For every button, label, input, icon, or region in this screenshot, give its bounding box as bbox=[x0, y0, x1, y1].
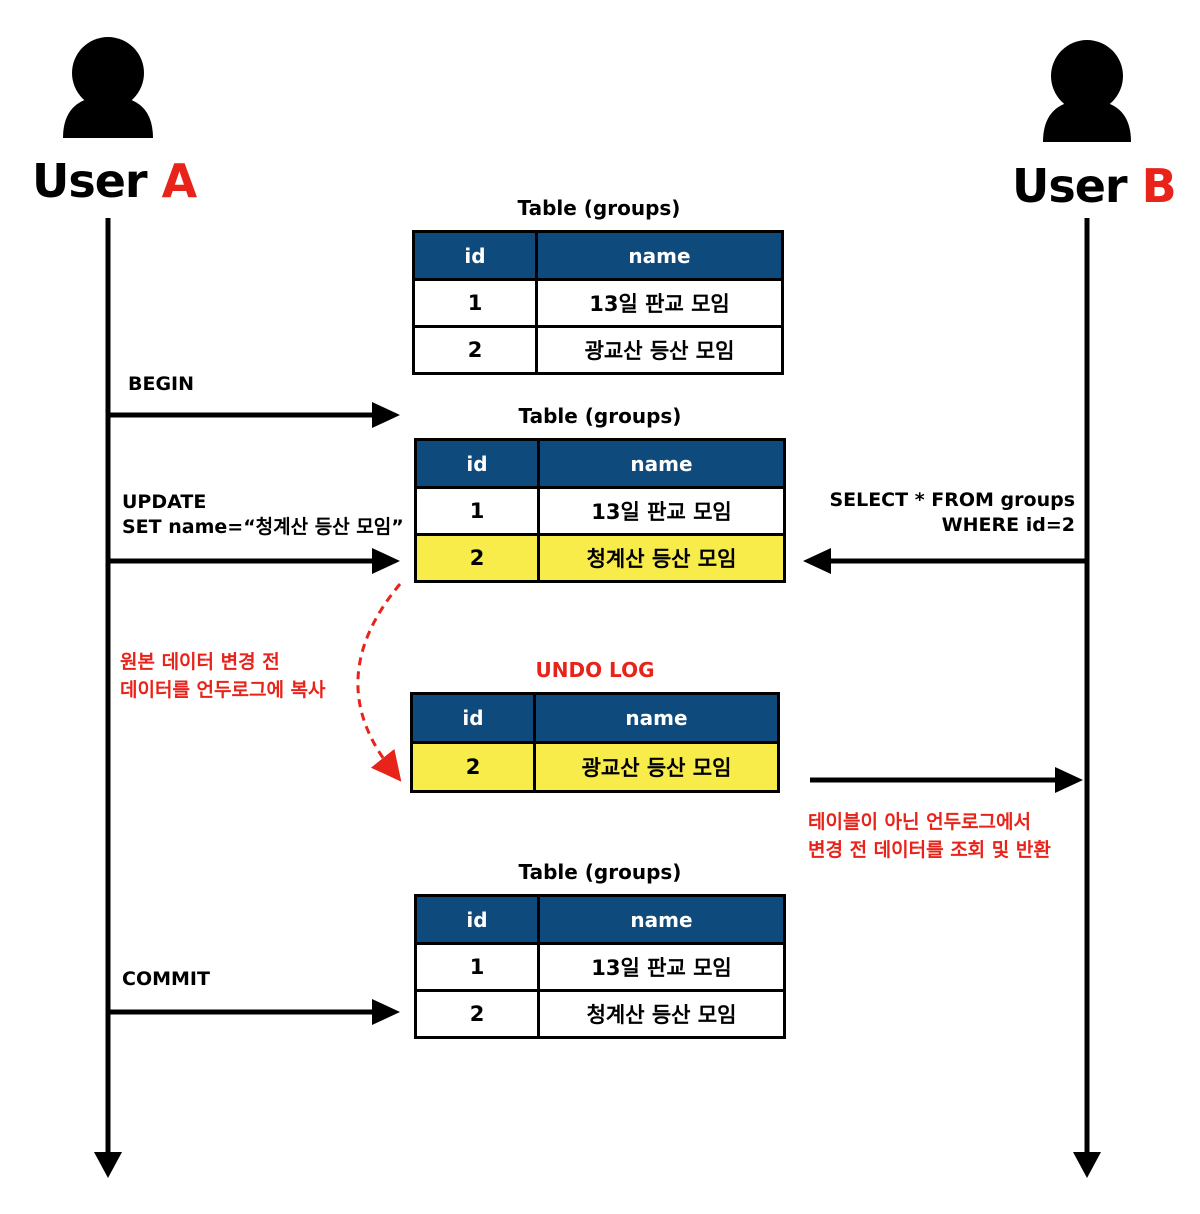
table-header-row: id name bbox=[414, 438, 786, 489]
row-name-cell: 13일 판교 모임 bbox=[535, 278, 784, 328]
table-row: 1 13일 판교 모임 bbox=[414, 486, 786, 536]
row-id-cell: 1 bbox=[412, 278, 538, 328]
user-a-letter: A bbox=[161, 154, 198, 208]
name-column-header: name bbox=[535, 230, 784, 281]
id-column-header: id bbox=[414, 894, 540, 945]
user-b-person-icon bbox=[1043, 40, 1131, 142]
row-name-cell: 광교산 등산 모임 bbox=[535, 325, 784, 375]
update-arrow bbox=[108, 548, 400, 574]
read-undo-annotation-line1: 테이블이 아닌 언두로그에서 bbox=[808, 811, 1031, 833]
table-row-highlighted: 2 청계산 등산 모임 bbox=[414, 533, 786, 583]
row-name-cell: 청계산 등산 모임 bbox=[537, 533, 786, 583]
select-label: SELECT * FROM groups WHERE id=2 bbox=[829, 488, 1075, 538]
row-id-cell: 2 bbox=[412, 325, 538, 375]
user-a-lifeline-arrowhead bbox=[94, 1152, 122, 1178]
row-name-cell: 광교산 등산 모임 bbox=[533, 741, 780, 793]
table-row-highlighted: 2 광교산 등산 모임 bbox=[410, 741, 780, 793]
table-1-caption: Table (groups) bbox=[517, 196, 681, 220]
begin-arrow bbox=[108, 402, 400, 428]
user-a-prefix: User bbox=[32, 154, 162, 208]
row-name-cell: 청계산 등산 모임 bbox=[537, 989, 786, 1039]
user-a-label: User A bbox=[32, 158, 197, 204]
row-name-cell: 13일 판교 모임 bbox=[537, 942, 786, 992]
table-row: 1 13일 판교 모임 bbox=[412, 278, 784, 328]
id-column-header: id bbox=[410, 692, 536, 744]
commit-arrow bbox=[108, 999, 400, 1025]
begin-label: BEGIN bbox=[128, 373, 195, 395]
read-undo-annotation: 테이블이 아닌 언두로그에서 변경 전 데이터를 조회 및 반환 bbox=[808, 808, 1051, 864]
table-1: id name 1 13일 판교 모임 2 광교산 등산 모임 bbox=[412, 230, 784, 375]
row-id-cell: 1 bbox=[414, 942, 540, 992]
user-b-lifeline-arrowhead bbox=[1073, 1152, 1101, 1178]
select-label-line2: WHERE id=2 bbox=[941, 514, 1075, 536]
table-row: 2 청계산 등산 모임 bbox=[414, 989, 786, 1039]
undo-log-caption: UNDO LOG bbox=[535, 658, 655, 682]
user-a-person-icon bbox=[63, 37, 153, 138]
update-label-line2: SET name=“청계산 등산 모임” bbox=[122, 516, 404, 538]
update-label-line1: UPDATE bbox=[122, 491, 207, 513]
table-4: id name 1 13일 판교 모임 2 청계산 등산 모임 bbox=[414, 894, 786, 1039]
undo-copy-annotation-line1: 원본 데이터 변경 전 bbox=[120, 651, 280, 673]
name-column-header: name bbox=[537, 894, 786, 945]
user-b-label: User B bbox=[1012, 163, 1177, 209]
user-b-letter: B bbox=[1141, 159, 1177, 213]
table-header-row: id name bbox=[412, 230, 784, 281]
select-label-line1: SELECT * FROM groups bbox=[829, 489, 1075, 511]
copy-to-undo-dashed-arrow bbox=[356, 583, 402, 782]
table-2-caption: Table (groups) bbox=[518, 404, 682, 428]
table-header-row: id name bbox=[410, 692, 780, 744]
row-id-cell: 2 bbox=[414, 533, 540, 583]
table-row: 2 광교산 등산 모임 bbox=[412, 325, 784, 375]
row-id-cell: 2 bbox=[410, 741, 536, 793]
read-undo-annotation-line2: 변경 전 데이터를 조회 및 반환 bbox=[808, 839, 1051, 861]
user-b-prefix: User bbox=[1012, 159, 1142, 213]
name-column-header: name bbox=[533, 692, 780, 744]
table-4-caption: Table (groups) bbox=[518, 860, 682, 884]
id-column-header: id bbox=[412, 230, 538, 281]
row-id-cell: 1 bbox=[414, 486, 540, 536]
name-column-header: name bbox=[537, 438, 786, 489]
undo-copy-annotation: 원본 데이터 변경 전 데이터를 언두로그에 복사 bbox=[120, 648, 326, 704]
row-name-cell: 13일 판교 모임 bbox=[537, 486, 786, 536]
table-2: id name 1 13일 판교 모임 2 청계산 등산 모임 bbox=[414, 438, 786, 583]
select-arrow bbox=[803, 548, 1087, 574]
table-row: 1 13일 판교 모임 bbox=[414, 942, 786, 992]
row-id-cell: 2 bbox=[414, 989, 540, 1039]
undo-copy-annotation-line2: 데이터를 언두로그에 복사 bbox=[120, 679, 326, 701]
undo-log-table: id name 2 광교산 등산 모임 bbox=[410, 692, 780, 793]
id-column-header: id bbox=[414, 438, 540, 489]
undo-read-arrow bbox=[810, 767, 1083, 793]
commit-label: COMMIT bbox=[122, 968, 210, 990]
table-header-row: id name bbox=[414, 894, 786, 945]
update-label: UPDATE SET name=“청계산 등산 모임” bbox=[122, 490, 404, 540]
